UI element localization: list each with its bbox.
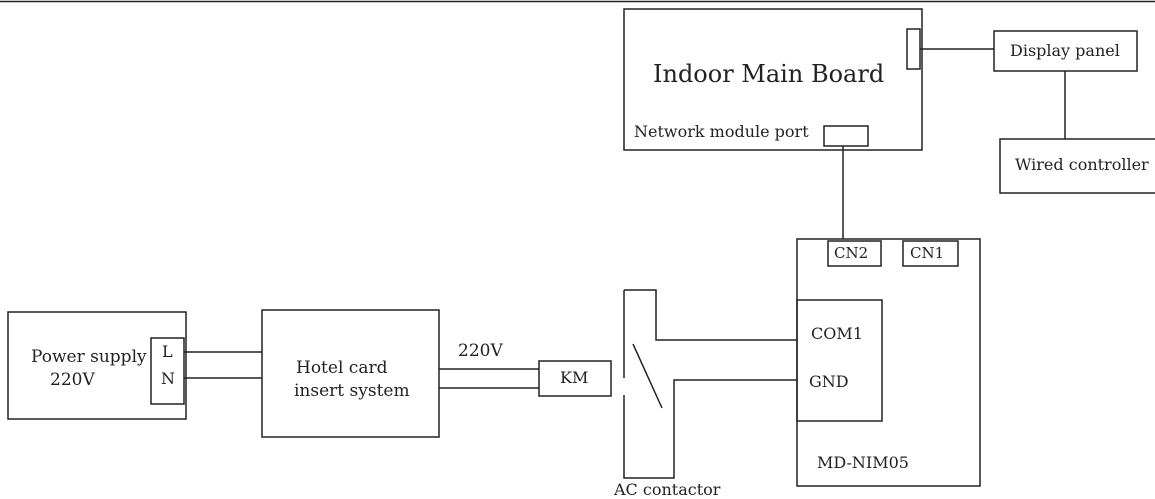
display-panel-label: Display panel — [1010, 41, 1120, 60]
cn2-connector-box — [827, 240, 882, 267]
md-nim05-label: MD-NIM05 — [817, 453, 909, 472]
hotel-card-label-line1: Hotel card — [296, 358, 388, 378]
cn2-label: CN2 — [834, 244, 869, 262]
ac-contactor-switch-blade — [632, 343, 663, 409]
com1-label: COM1 — [811, 324, 863, 343]
hotel-card-box — [261, 309, 440, 438]
km-label: KM — [560, 368, 589, 387]
ac-contactor-label: AC contactor — [614, 480, 721, 499]
power-supply-voltage-label: 220V — [50, 370, 95, 390]
terminal-l-label: L — [162, 342, 173, 361]
network-module-port-box — [823, 125, 869, 147]
terminal-n-label: N — [161, 369, 175, 388]
network-module-port-label: Network module port — [634, 122, 809, 141]
ac-contactor-upper-contact — [624, 289, 797, 341]
terminal-block-box — [796, 299, 883, 422]
wired-controller-label: Wired controller — [1015, 155, 1149, 174]
km-box — [538, 360, 612, 397]
cn1-connector-box — [902, 240, 959, 267]
indoor-main-board-box — [623, 8, 923, 151]
ac-contactor-lower-contact — [623, 379, 797, 479]
power-supply-box — [7, 311, 187, 420]
voltage-220v-label: 220V — [458, 341, 503, 361]
display-port-box — [906, 28, 921, 70]
wired-controller-box — [999, 138, 1155, 194]
ln-terminal-box — [150, 337, 185, 405]
power-supply-label: Power supply — [31, 347, 147, 367]
indoor-main-board-label: Indoor Main Board — [653, 60, 885, 88]
gnd-label: GND — [809, 372, 849, 391]
hotel-card-label-line2: insert system — [294, 381, 410, 401]
cn1-label: CN1 — [910, 244, 945, 262]
md-nim05-box — [796, 238, 981, 487]
